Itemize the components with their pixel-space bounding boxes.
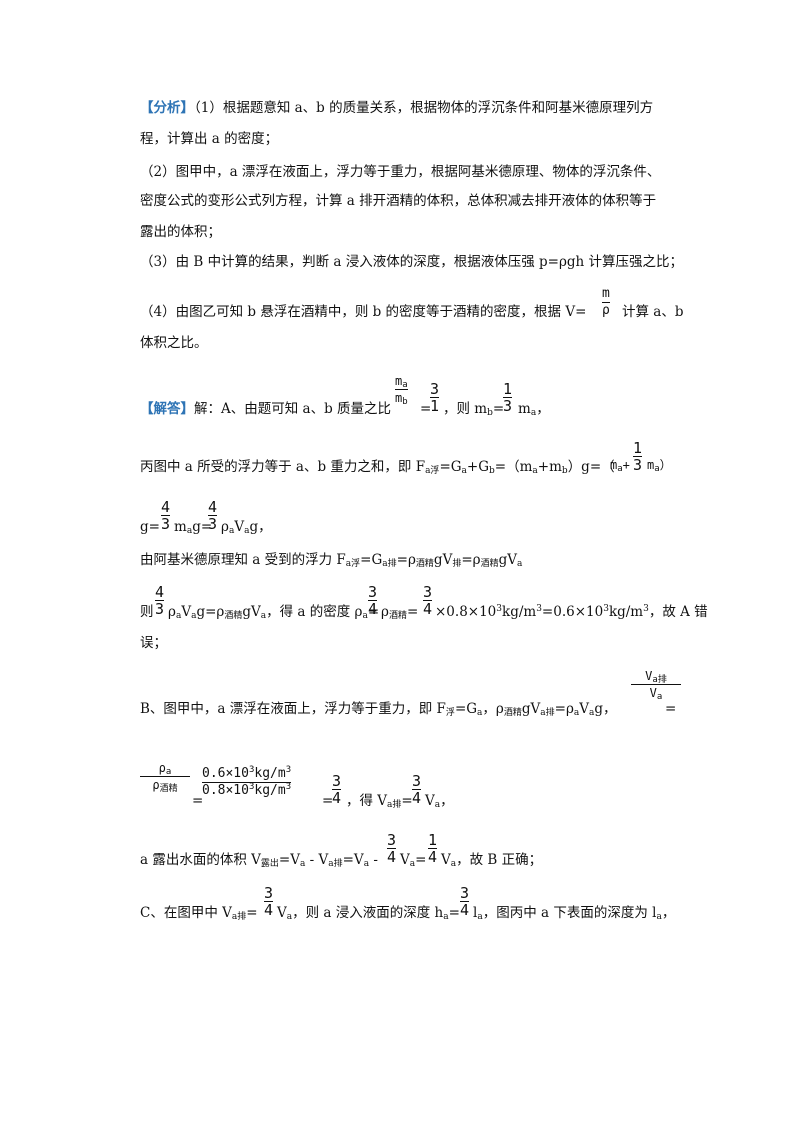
solution-b-line-1: B、图甲中，a 漂浮在液面上，浮力等于重力，即 F浮=Ga，ρ酒精gVa排=ρa… <box>140 701 617 718</box>
frac-num: 1 <box>503 380 513 398</box>
analysis-line-5: 露出的体积； <box>140 223 221 241</box>
frac-sub: a <box>402 380 408 390</box>
solution-text: Va， <box>425 793 454 810</box>
frac-den: 3 <box>503 397 513 415</box>
frac-num: m <box>395 374 403 388</box>
solution-line-3: g= <box>140 519 160 535</box>
solution-line-5: 则 <box>140 604 154 620</box>
frac-den: 1 <box>430 397 440 415</box>
frac-den: 3 <box>208 515 218 533</box>
analysis-line-1: 【分析】（1）根据题意知 a、b 的质量关系，根据物体的浮沉条件和阿基米德原理列… <box>140 99 653 117</box>
solution-text: ×0.8×103kg/m3=0.6×103kg/m3，故 A 错 <box>435 604 708 620</box>
frac-num: 4 <box>161 498 171 516</box>
analysis-tag: 【分析】 <box>140 100 194 116</box>
analysis-text: 体积之比。 <box>140 335 208 351</box>
frac-den: 3 <box>161 515 171 533</box>
frac-den: m <box>395 391 403 405</box>
analysis-line-3: （2）图甲中，a 漂浮在液面上，浮力等于重力，根据阿基米德原理、物体的浮沉条件、 <box>140 163 660 181</box>
equals: = <box>192 793 204 809</box>
solution-line-1: 【解答】解：A、由题可知 a、b 质量之比 <box>140 400 391 418</box>
analysis-text: 露出的体积； <box>140 224 221 240</box>
frac-sub: b <box>402 397 408 407</box>
analysis-text: （3）由 B 中计算的结果，判断 a 浸入液体的深度，根据液体压强 p=ρgh … <box>140 254 684 270</box>
analysis-text: 密度公式的变形公式列方程，计算 a 排开酒精的体积，总体积减去排开液体的体积等于 <box>140 193 657 209</box>
solution-text: 解：A、由题可知 a、b 质量之比 <box>194 401 392 417</box>
analysis-text: （1）根据题意知 a、b 的质量关系，根据物体的浮沉条件和阿基米德原理列方 <box>194 100 654 116</box>
analysis-line-6: （3）由 B 中计算的结果，判断 a 浸入液体的深度，根据液体压强 p=ρgh … <box>140 253 683 271</box>
analysis-line-8: 体积之比。 <box>140 334 208 352</box>
equals: = <box>420 401 432 417</box>
frac-num: 4 <box>208 498 218 516</box>
frac-den: 4 <box>368 600 378 618</box>
ma-term: ma+ <box>610 458 630 474</box>
solution-text: ma， <box>518 401 550 418</box>
solution-text: Va= <box>400 852 427 869</box>
frac-num: 3 <box>368 583 378 601</box>
analysis-text: 计算 a、b <box>622 304 684 320</box>
solution-text: Va，故 B 正确； <box>441 852 543 869</box>
frac-num: 1 <box>633 439 643 457</box>
solution-text: ρ酒精= <box>381 604 419 621</box>
solution-line-4: 由阿基米德原理知 a 受到的浮力 Fa浮=Ga排=ρ酒精gV排=ρ酒精gVa <box>140 552 523 569</box>
solution-line-2: 丙图中 a 所受的浮力等于 a、b 重力之和，即 Fa浮=Ga+Gb=（ma+m… <box>140 459 615 476</box>
frac-den: 4 <box>423 600 433 618</box>
solution-text: la，图丙中 a 下表面的深度为 la， <box>473 905 676 922</box>
solution-text: mag= <box>174 519 213 536</box>
frac-num: 3 <box>423 583 433 601</box>
analysis-text: 程，计算出 a 的密度； <box>140 131 279 147</box>
solution-tag: 【解答】 <box>140 401 194 417</box>
solution-text: Va，则 a 浸入液面的深度 ha= <box>277 905 460 922</box>
analysis-line-2: 程，计算出 a 的密度； <box>140 130 278 148</box>
mb-term: ma） <box>647 458 672 474</box>
solution-text: ρaVag=ρ酒精gVa，得 a 的密度 ρa= <box>168 604 380 621</box>
frac-num: 3 <box>430 380 440 398</box>
solution-line-6: 误； <box>140 635 167 651</box>
solution-b-line-3: a 露出水面的体积 V露出=Va - Va排=Va - <box>140 852 378 869</box>
frac-den: 3 <box>155 600 165 618</box>
frac-den: 3 <box>633 456 643 474</box>
solution-c-line-1: C、在图甲中 Va排= <box>140 905 258 922</box>
solution-text: ρaVag， <box>221 519 272 536</box>
solution-text: ，则 mb= <box>443 401 505 418</box>
analysis-text: （2）图甲中，a 漂浮在液面上，浮力等于重力，根据阿基米德原理、物体的浮沉条件、 <box>140 164 661 180</box>
analysis-text: （4）由图乙可知 b 悬浮在酒精中，则 b 的密度等于酒精的密度，根据 V= <box>140 304 587 320</box>
analysis-line-4: 密度公式的变形公式列方程，计算 a 排开酒精的体积，总体积减去排开液体的体积等于 <box>140 192 656 210</box>
equals: = <box>322 793 334 809</box>
solution-text: ，得 Va排= <box>346 793 413 810</box>
frac-num: 4 <box>155 583 165 601</box>
equals: = <box>665 701 677 717</box>
analysis-line-7: （4）由图乙可知 b 悬浮在酒精中，则 b 的密度等于酒精的密度，根据 V= <box>140 303 586 321</box>
